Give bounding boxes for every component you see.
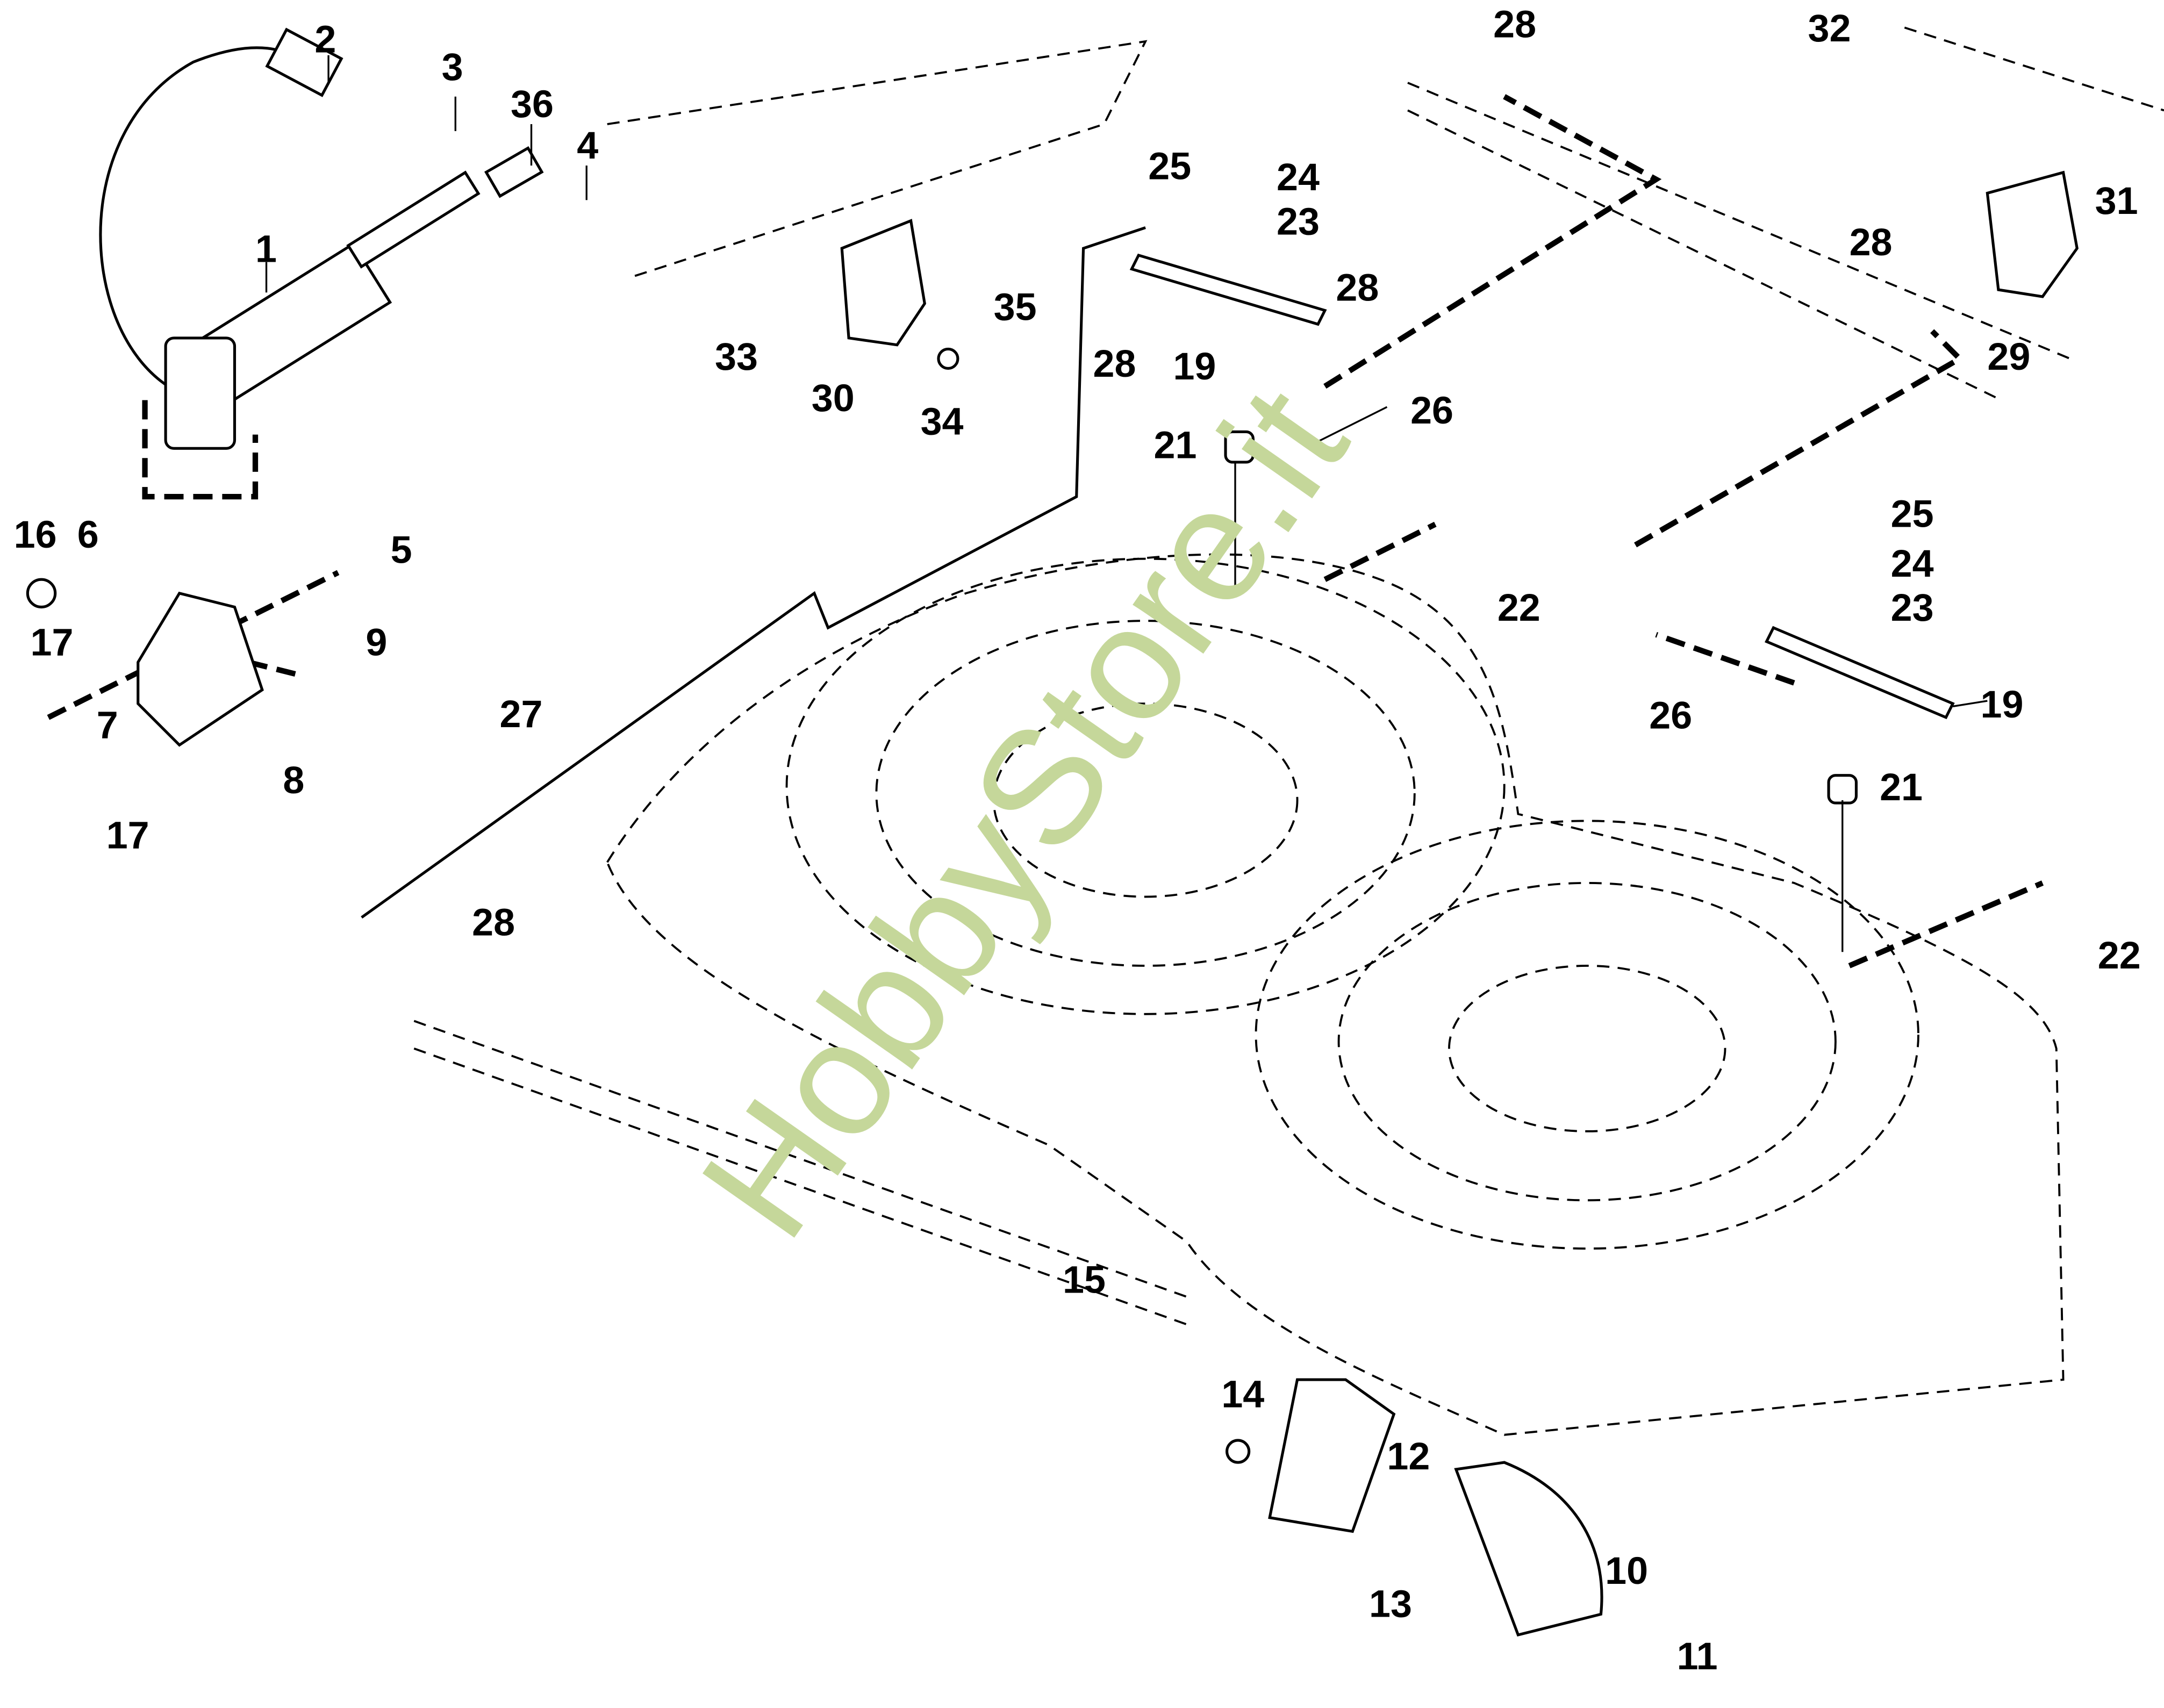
callout-7: 7 [97,704,118,747]
callout-13: 13 [1369,1583,1412,1626]
callout-28-e: 28 [1850,221,1893,264]
callout-4: 4 [577,124,598,167]
bracket-12 [1268,1378,1396,1533]
callout-23-left: 23 [1277,200,1320,243]
callout-33: 33 [715,335,758,378]
callout-22-left: 22 [1497,586,1540,629]
callout-labels: 1 2 3 36 4 5 6 7 8 9 16 17 17 10 11 12 1… [14,3,2141,1678]
callout-11: 11 [1677,1635,1718,1678]
callout-28-c: 28 [1093,342,1136,385]
rod-end-36 [484,146,544,198]
spacer-21-left [1224,430,1255,464]
callout-27: 27 [499,693,542,736]
callout-34: 34 [921,400,964,443]
callout-26-right: 26 [1649,694,1692,737]
callout-6: 6 [77,513,99,556]
rod-27 [361,226,1146,919]
lift-arm-30 [840,219,926,347]
lift-arm-29 [1986,170,2079,298]
callout-35: 35 [994,286,1037,329]
callout-30: 30 [812,377,855,420]
callout-5: 5 [391,528,412,571]
callout-16: 16 [14,513,57,556]
callout-36: 36 [511,83,554,126]
callout-2: 2 [314,18,336,61]
watermark: HobbyStore.it [667,356,1382,1269]
callout-24-right: 24 [1891,542,1934,585]
callout-17b: 17 [106,814,149,857]
leader-lines [265,55,1988,952]
callout-21-left: 21 [1154,424,1197,467]
actuator-assembly [99,27,544,450]
callout-28-b: 28 [1336,267,1379,310]
actuator-cable [99,46,291,401]
callout-32: 32 [1808,7,1851,50]
callout-25-right: 25 [1891,493,1934,536]
callout-19-left: 19 [1173,345,1216,388]
eye-bolt-16 [26,578,57,609]
callout-14: 14 [1221,1373,1264,1416]
callout-17a: 17 [30,621,73,664]
callout-3: 3 [442,46,463,89]
callout-1: 1 [255,228,277,271]
spacer-21-right [1827,774,1858,805]
callout-25-left: 25 [1148,145,1191,188]
rod-26-left [1323,94,1662,389]
rod-26-right [1634,329,1965,548]
washer-14 [1226,1439,1251,1464]
callout-29: 29 [1987,335,2030,378]
callout-24-left: 24 [1277,156,1320,199]
callout-26-left: 26 [1410,389,1453,432]
actuator-rod [346,170,481,269]
callout-28-a: 28 [1493,3,1536,46]
callout-21-right: 21 [1880,766,1923,809]
callout-12: 12 [1387,1435,1430,1478]
callout-22-right: 22 [2098,934,2141,977]
callout-23-right: 23 [1891,586,1934,629]
connector [265,27,343,97]
callout-15: 15 [1063,1258,1106,1301]
mower-deck-outline [413,26,2164,1436]
callout-8: 8 [283,759,304,802]
callout-9: 9 [366,621,387,664]
callout-28-d: 28 [472,901,515,944]
washer-34 [937,347,959,370]
bracket-7 [137,591,264,747]
bracket-10 [1454,1461,1603,1637]
actuator-gearbox [164,336,237,450]
callout-19-right: 19 [1981,683,2024,726]
callout-10: 10 [1605,1549,1648,1592]
pivot-plate-19-left [1129,253,1327,326]
pivot-plate-19-right [1765,626,1955,720]
brackets [26,170,2079,1637]
callout-31: 31 [2095,180,2138,223]
